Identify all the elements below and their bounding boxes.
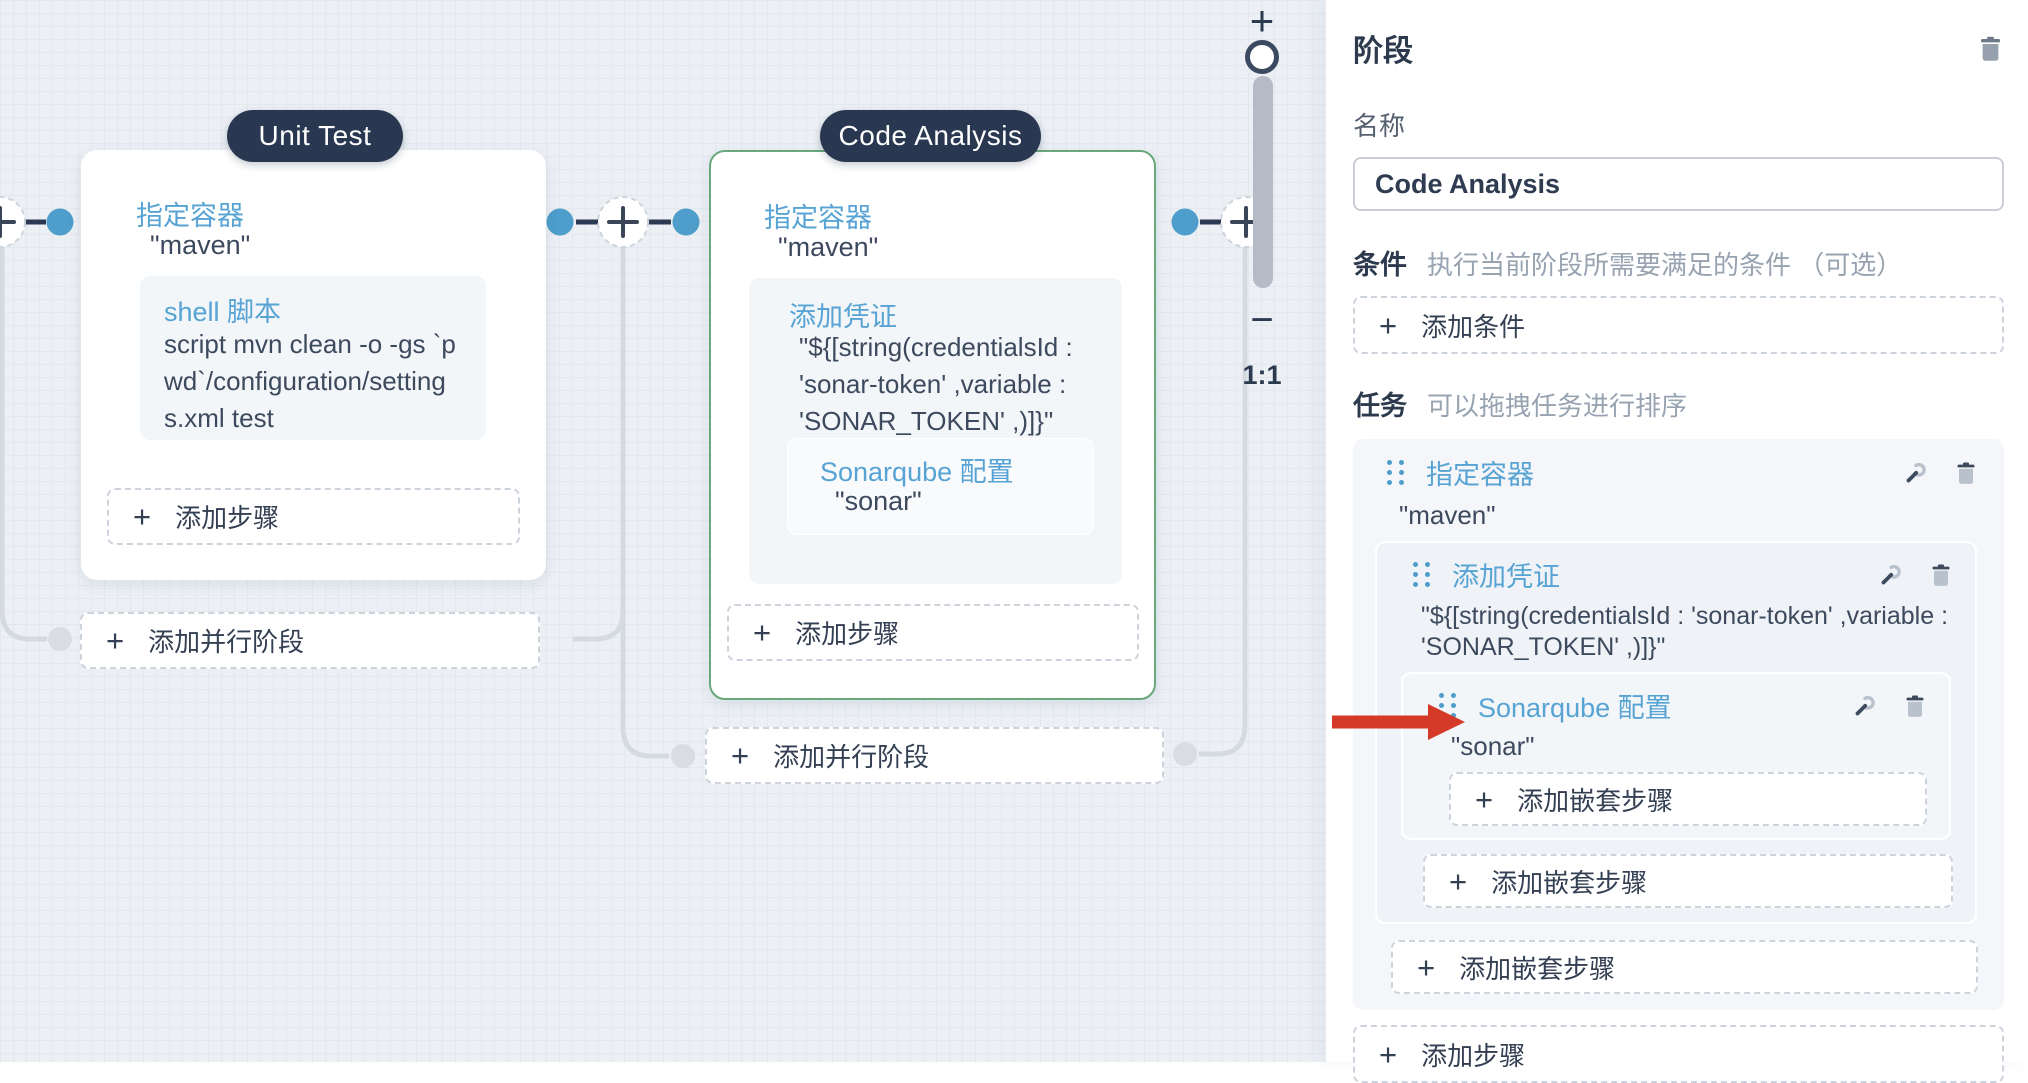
connector-layer (0, 196, 1272, 768)
plus-icon: + (731, 738, 750, 773)
edit-wrench-icon[interactable] (1879, 563, 1903, 587)
task-card-sonarqube[interactable]: Sonarqube 配置 "sonar" (1401, 672, 1951, 840)
condition-section-hint: 执行当前阶段所需要满足的条件 （可选） (1427, 250, 1903, 280)
branch-node (48, 627, 1197, 768)
plus-icon: + (1475, 781, 1494, 817)
task-value: "maven" (1399, 500, 1496, 530)
plus-icon: + (133, 499, 152, 534)
add-nested-step-label: 添加嵌套步骤 (1491, 867, 1648, 898)
zoom-reset-button[interactable]: 1:1 (1242, 360, 1282, 390)
add-parallel-stage-label: 添加并行阶段 (148, 627, 305, 657)
credentials-step-value: "${[string(credentialsId : 'sonar-token'… (799, 332, 1073, 436)
plus-icon: + (106, 623, 125, 658)
condition-section-title: 条件 (1353, 250, 1407, 280)
zoom-out-button[interactable]: − (1250, 298, 1274, 342)
delete-task-trash-icon[interactable] (1929, 563, 1953, 587)
plus-icon: + (753, 615, 772, 650)
task-card-container[interactable]: 指定容器 "maven" 添加凭证 (1353, 439, 2004, 1010)
shell-step-label[interactable]: shell 脚本 (164, 297, 282, 327)
edit-wrench-icon[interactable] (1904, 461, 1928, 485)
panel-title: 阶段 (1353, 35, 1413, 68)
stage-name: Unit Test (258, 120, 372, 151)
add-step-label: 添加步骤 (175, 503, 280, 533)
stage-name-value: Code Analysis (1375, 168, 1561, 199)
add-nested-step-label: 添加嵌套步骤 (1517, 785, 1674, 816)
add-task-step-label: 添加步骤 (1421, 1040, 1526, 1071)
connection-dot[interactable] (46, 208, 1199, 236)
delete-stage-trash-icon[interactable] (1977, 34, 2004, 63)
tasks-section-title: 任务 (1353, 391, 1407, 421)
stage-pill-unit-test[interactable]: Unit Test (227, 110, 403, 162)
add-nested-step-button[interactable]: + 添加嵌套步骤 (1423, 854, 1953, 908)
name-field-label: 名称 (1353, 111, 1406, 141)
add-step-button[interactable]: + 添加步骤 (727, 604, 1139, 661)
sonarqube-step-value: "sonar" (835, 486, 922, 516)
stage-name: Code Analysis (838, 120, 1023, 151)
add-nested-step-button[interactable]: + 添加嵌套步骤 (1391, 940, 1978, 994)
plus-icon: + (1379, 307, 1398, 343)
task-label[interactable]: 添加凭证 (1452, 562, 1560, 592)
zoom-slider-handle[interactable] (1245, 40, 1279, 74)
container-step-label[interactable]: 指定容器 (764, 203, 872, 233)
stage-name-input[interactable]: Code Analysis (1353, 157, 2004, 211)
stage-pill-code-analysis[interactable]: Code Analysis (820, 110, 1041, 162)
delete-task-trash-icon[interactable] (1903, 694, 1927, 718)
add-parallel-stage-label: 添加并行阶段 (773, 742, 930, 772)
add-nested-step-button[interactable]: + 添加嵌套步骤 (1449, 772, 1927, 826)
shell-step-card[interactable]: shell 脚本 script mvn clean -o -gs `pwd`/c… (140, 276, 486, 440)
add-nested-step-label: 添加嵌套步骤 (1459, 953, 1616, 984)
edit-wrench-icon[interactable] (1853, 694, 1877, 718)
task-label[interactable]: Sonarqube 配置 (1478, 693, 1672, 723)
task-value: "${[string(credentialsId : 'sonar-token'… (1421, 602, 1949, 661)
add-parallel-stage-button[interactable]: + 添加并行阶段 (705, 727, 1164, 784)
credentials-step-card[interactable]: 添加凭证 "${[string(credentialsId : 'sonar-t… (749, 278, 1122, 584)
pipeline-canvas[interactable]: Unit Test 指定容器 "maven" shell 脚本 script m… (0, 0, 1325, 1062)
drag-handle[interactable] (1387, 460, 1404, 485)
add-task-step-button[interactable]: + 添加步骤 (1353, 1025, 2004, 1083)
plus-icon: + (1417, 949, 1436, 985)
add-condition-label: 添加条件 (1421, 311, 1526, 342)
add-step-button[interactable]: + 添加步骤 (107, 488, 520, 545)
zoom-slider-track[interactable] (1253, 76, 1273, 288)
credentials-step-label[interactable]: 添加凭证 (789, 302, 897, 332)
container-step-value: "maven" (778, 232, 879, 262)
container-step-value: "maven" (150, 230, 251, 260)
annotation-red-arrow (1332, 702, 1466, 747)
task-label[interactable]: 指定容器 (1426, 460, 1534, 490)
drag-handle[interactable] (1413, 562, 1430, 587)
branch-wire (0, 247, 1248, 759)
container-step-label[interactable]: 指定容器 (136, 201, 244, 231)
stage-card-unit-test[interactable]: 指定容器 "maven" shell 脚本 script mvn clean -… (81, 150, 546, 580)
zoom-in-button[interactable]: + (1249, 0, 1275, 44)
shell-step-value: script mvn clean -o -gs `pwd`/configurat… (164, 329, 456, 433)
stage-config-panel: 阶段 名称 Code Analysis 条件 执行当前阶段所需要满足的条件 （可… (1325, 0, 2028, 1083)
task-value: "sonar" (1451, 731, 1535, 761)
sonarqube-step-label[interactable]: Sonarqube 配置 (820, 457, 1014, 487)
add-parallel-stage-button[interactable]: + 添加并行阶段 (80, 612, 540, 669)
tasks-section-hint: 可以拖拽任务进行排序 (1427, 391, 1688, 421)
plus-icon: + (1379, 1036, 1398, 1072)
delete-task-trash-icon[interactable] (1954, 461, 1978, 485)
add-condition-button[interactable]: + 添加条件 (1353, 296, 2004, 354)
task-card-credentials[interactable]: 添加凭证 "${[string(credentialsId : 'sonar-t… (1375, 541, 1977, 924)
stage-card-code-analysis[interactable]: 指定容器 "maven" 添加凭证 "${[string(credentials… (709, 150, 1156, 700)
plus-icon: + (1449, 863, 1468, 899)
sonarqube-step-card[interactable]: Sonarqube 配置 "sonar" (787, 438, 1094, 535)
add-step-label: 添加步骤 (795, 619, 900, 649)
